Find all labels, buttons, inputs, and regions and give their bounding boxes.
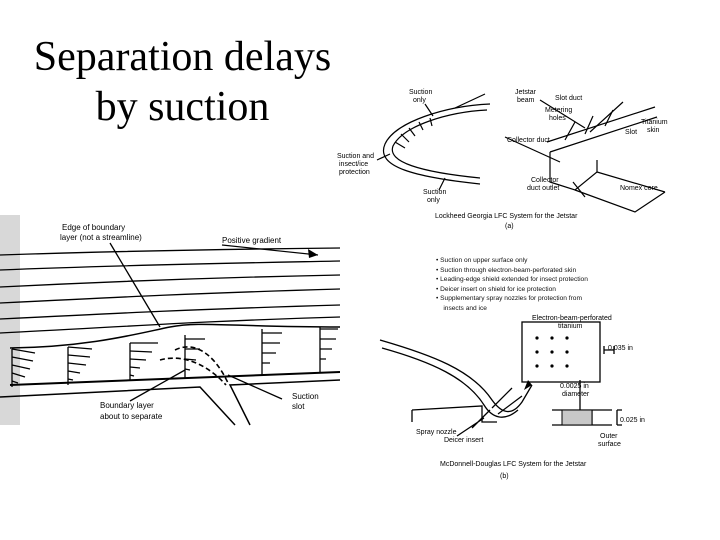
hole-label-2: diameter: [562, 391, 590, 398]
suction-only-top-2: only: [413, 97, 426, 104]
mcdonnell-panel: (b): [500, 473, 509, 480]
nomex-core: Nomex core: [620, 185, 658, 192]
title-line-1: Separation delays: [33, 34, 332, 80]
suction-only-top-1: Suction: [409, 89, 432, 96]
hole-label-1: 0.0025 in: [560, 383, 589, 390]
ebp-label-1: Electron-beam-perforated: [532, 315, 612, 322]
edge-label-2: layer (not a streamline): [60, 233, 142, 242]
bl-label-2: about to separate: [100, 412, 163, 421]
slot-duct: Slot duct: [555, 95, 582, 102]
mcdonnell-caption: McDonnell-Douglas LFC System for the Jet…: [440, 461, 587, 468]
collector-duct: Collector duct: [507, 137, 550, 144]
metering-1: Metering: [545, 107, 572, 114]
lockheed-panel: (a): [505, 223, 514, 230]
titanium-1: Titanium: [641, 119, 668, 126]
spacing-label: 0.035 in: [608, 345, 633, 352]
lockheed-caption: Lockheed Georgia LFC System for the Jets…: [435, 213, 578, 220]
slide-title: Separation delays by suction: [20, 32, 345, 132]
bullet-5: • Supplementary spray nozzles for protec…: [436, 295, 582, 302]
bullet-6: insects and ice: [439, 304, 487, 312]
edge-label-1: Edge of boundary: [62, 223, 125, 232]
collector-outlet-1: Collector: [531, 177, 559, 184]
spray-nozzle-label: Spray nozzle: [416, 429, 457, 436]
bl-label-1: Boundary layer: [100, 401, 154, 410]
title-line-2: by suction: [95, 84, 270, 130]
suction-only-bottom-2: only: [427, 197, 440, 204]
jetstar-beam-1: Jetstar: [515, 89, 537, 96]
bullet-3: • Leading-edge shield extended for insec…: [436, 276, 588, 283]
lfc-features-list: • Suction on upper surface only • Suctio…: [436, 256, 636, 313]
metering-2: holes: [549, 115, 566, 122]
collector-outlet-2: duct outlet: [527, 185, 559, 192]
suction-only-bottom-1: Suction: [423, 189, 446, 196]
slot-label-2: slot: [292, 402, 305, 411]
boundary-layer-suction-figure: Edge of boundary layer (not a streamline…: [0, 215, 340, 426]
slot-label: Slot: [625, 129, 637, 136]
jetstar-beam-2: beam: [517, 97, 535, 104]
thickness-label: 0.025 in: [620, 417, 645, 424]
ebp-label-2: titanium: [558, 323, 583, 330]
outer-label-2: surface: [598, 441, 621, 448]
bullet-1: • Suction on upper surface only: [436, 257, 528, 264]
lockheed-lfc-figure: Suction only Jetstar beam Slot duct Mete…: [337, 89, 668, 230]
titanium-2: skin: [647, 127, 660, 134]
bullet-4: • Deicer insert on shield for ice protec…: [436, 285, 556, 293]
mcdonnell-lfc-figure: Electron-beam-perforated titanium 0.035 …: [379, 315, 645, 480]
suction-insect-2: insect/ice: [339, 161, 368, 168]
outer-label-1: Outer: [600, 433, 618, 440]
bullet-2: • Suction through electron-beam-perforat…: [436, 266, 577, 274]
deicer-label: Deicer insert: [444, 437, 483, 444]
suction-insect-3: protection: [339, 169, 370, 176]
suction-insect-1: Suction and: [337, 153, 374, 160]
slot-label-1: Suction: [292, 392, 319, 401]
gradient-label: Positive gradient: [222, 236, 282, 245]
